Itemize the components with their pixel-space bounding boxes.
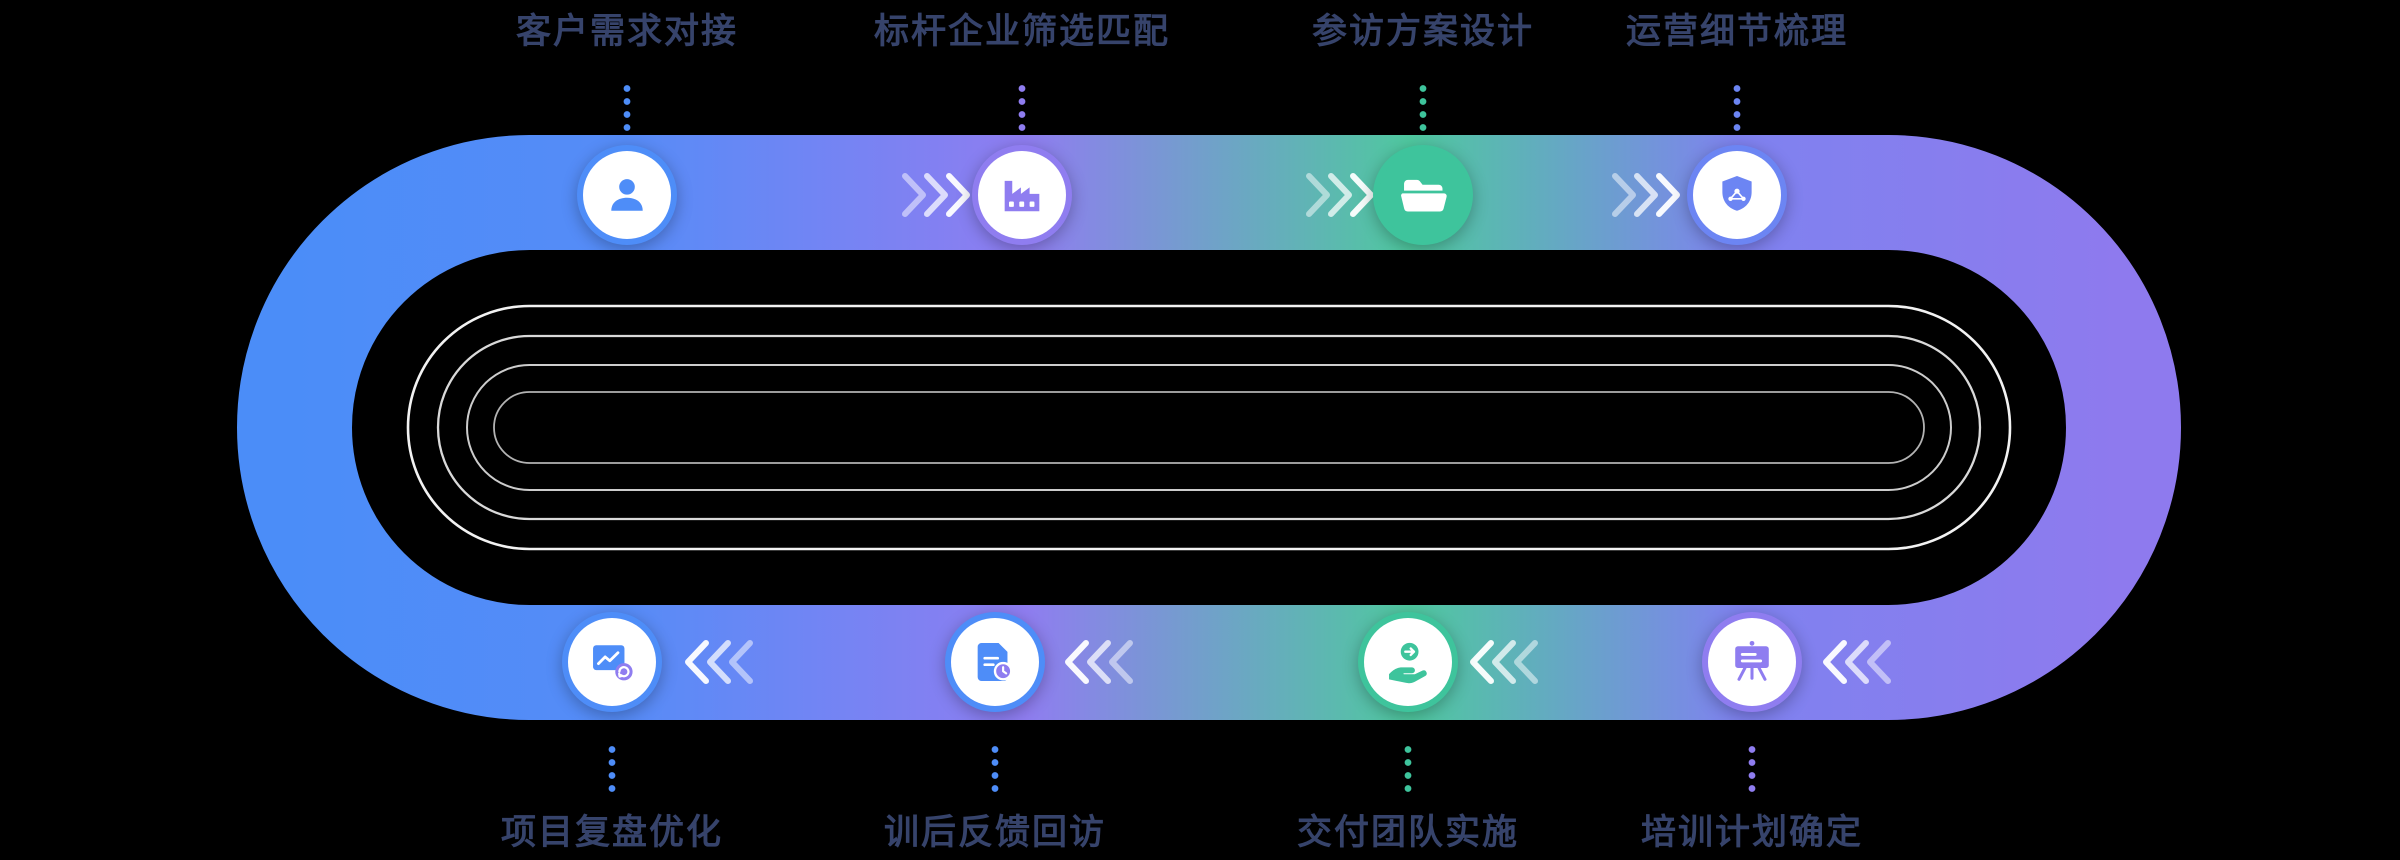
dotted-connector <box>1404 745 1412 797</box>
step-label: 参访方案设计 <box>1311 12 1534 52</box>
flow-chevrons-left <box>1468 636 1542 688</box>
dotted-connector <box>1018 84 1026 136</box>
dotted-connector <box>1748 745 1756 797</box>
shield-network-icon <box>1711 169 1763 221</box>
step-label: 标杆企业筛选匹配 <box>873 12 1170 52</box>
flow-chevrons-right <box>1302 169 1376 221</box>
step-node <box>972 145 1072 245</box>
step-node-disc <box>1693 151 1781 239</box>
track-inner-rings <box>406 304 2012 551</box>
step-benchmark-matching: 标杆企业筛选匹配 <box>862 10 1182 245</box>
step-node-disc <box>1379 151 1467 239</box>
step-delivery-team: 交付团队实施 <box>1248 612 1568 855</box>
presentation-board-icon <box>1726 636 1778 688</box>
flow-chevrons-left <box>683 636 757 688</box>
dotted-connector <box>991 745 999 797</box>
step-node-disc <box>583 151 671 239</box>
step-project-review: 项目复盘优化 <box>452 612 772 855</box>
step-label: 客户需求对接 <box>515 12 738 52</box>
step-node <box>1702 612 1802 712</box>
step-training-plan: 培训计划确定 <box>1592 612 1912 855</box>
step-node-disc <box>1364 618 1452 706</box>
step-node-disc <box>951 618 1039 706</box>
step-visit-plan-design: 参访方案设计 <box>1263 10 1583 245</box>
flow-chevrons-left <box>1821 636 1895 688</box>
step-node <box>945 612 1045 712</box>
person-icon <box>601 169 653 221</box>
dotted-connector <box>1419 84 1427 136</box>
folder-icon <box>1397 169 1449 221</box>
step-node <box>577 145 677 245</box>
dotted-connector <box>1733 84 1741 136</box>
step-operational-details: 运营细节梳理 <box>1577 10 1897 245</box>
step-label: 项目复盘优化 <box>500 813 723 853</box>
flow-chevrons-right <box>1608 169 1682 221</box>
step-customer-needs: 客户需求对接 <box>467 10 787 245</box>
step-node <box>1373 145 1473 245</box>
step-node <box>562 612 662 712</box>
dotted-connector <box>608 745 616 797</box>
step-node-disc <box>1708 618 1796 706</box>
chart-refresh-icon <box>586 636 638 688</box>
step-node-disc <box>978 151 1066 239</box>
step-label: 运营细节梳理 <box>1625 12 1848 52</box>
step-label: 训后反馈回访 <box>883 813 1106 853</box>
step-label: 培训计划确定 <box>1640 813 1863 853</box>
step-post-training-feedback: 训后反馈回访 <box>835 612 1155 855</box>
step-node <box>1687 145 1787 245</box>
factory-icon <box>996 169 1048 221</box>
dotted-connector <box>623 84 631 136</box>
track-band <box>237 135 2181 720</box>
step-label: 交付团队实施 <box>1296 813 1519 853</box>
flow-chevrons-right <box>898 169 972 221</box>
report-clock-icon <box>969 636 1021 688</box>
step-node-disc <box>568 618 656 706</box>
hand-delivery-icon <box>1382 636 1434 688</box>
step-node <box>1358 612 1458 712</box>
flow-chevrons-left <box>1063 636 1137 688</box>
